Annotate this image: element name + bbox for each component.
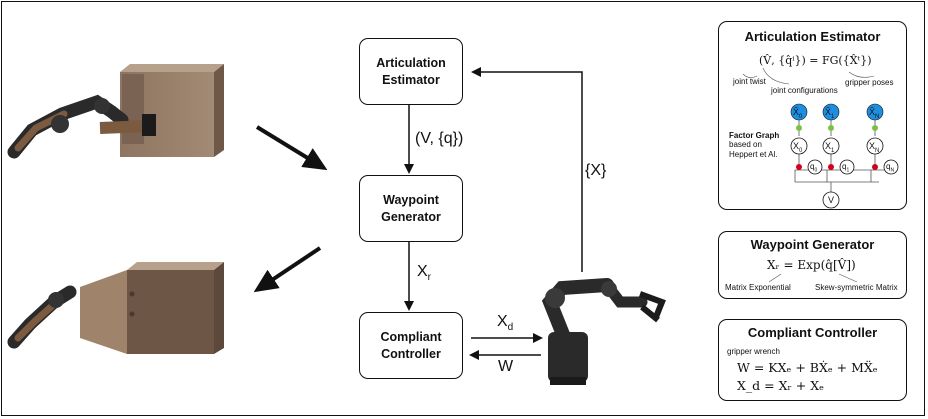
arrow-to-flow [255,125,328,171]
config-node-1: q1 [842,162,849,174]
articulation-equation: (V̂, {q̂ⁱ}) = FG({X̂ᵗ}) [759,54,872,67]
pose-node-1-main: X [825,141,832,151]
pose-obs-node-n: X̂N [869,107,879,120]
pose-nodes [790,137,884,155]
waypoint-panel-title: Waypoint Generator [750,237,875,252]
closed-cabinet-scene [7,64,224,159]
config-node-n-main: q [886,162,891,171]
matrix-exponential-label: Matrix Exponential [725,283,791,292]
gripper-poses-label: gripper poses [845,78,894,87]
joint-configurations-label: joint configurations [771,86,838,95]
compliant-controller-panel: Compliant Controller gripper wrench W = … [718,319,907,401]
pose-node-1-sub: 1 [831,147,835,154]
pose-obs-node-0-main: X̂ [793,107,800,117]
pose-obs-node-1-sub: 1 [831,113,835,120]
robot-arm-bottom [7,285,77,349]
config-node-0: q0 [810,162,817,174]
configuration-nodes [807,159,899,175]
gripper-wrench-label: gripper wrench [727,347,780,356]
twist-node-label: V [828,195,835,205]
robot-arm-center [541,278,666,385]
factor-graph [742,67,899,209]
articulation-estimator-box: Articulation Estimator [359,38,463,105]
pose-node-1: X1 [825,141,834,154]
pose-node-0-sub: 0 [799,147,803,154]
waypoint-generator-box: Waypoint Generator [359,175,463,242]
factors [796,125,878,170]
joint-twist-label: joint twist [733,77,766,86]
config-node-n: qN [886,162,894,174]
compliant-controller-label: Compliant Controller [380,329,442,361]
waypoint-braces [768,273,858,283]
skew-symmetric-label: Skew-symmetric Matrix [815,283,898,292]
pose-obs-node-1-main: X̂ [825,107,832,117]
desired-pose-equation: X_d = Xᵣ + Xₑ [737,378,824,393]
pose-node-n: XN [869,141,879,154]
articulation-estimator-panel: Articulation Estimator (V̂, {q̂ⁱ}) = FG(… [718,21,907,210]
pose-node-n-sub: N [875,147,880,154]
articulation-panel-title: Articulation Estimator [744,29,881,44]
pose-obs-node-0-sub: 0 [799,113,803,120]
compliant-controller-box: Compliant Controller [359,312,463,379]
factor-graph-note: based on Heppert et Al. [729,140,778,159]
pose-obs-node-n-sub: N [875,113,880,120]
waypoint-generator-panel: Waypoint Generator Xᵣ = Exp(q̂[V̂]) Matr… [718,231,907,299]
pose-node-n-main: X [869,141,876,151]
label-poses: {X} [585,162,607,179]
waypoint-equation: Xᵣ = Exp(q̂[V̂]) [767,258,856,272]
label-wrench: W [498,358,514,375]
arrow-from-flow [253,246,322,293]
arrow-feedback-loop [471,67,583,272]
pose-node-0: X0 [793,141,802,154]
twist-node [822,191,840,209]
articulation-estimator-label: Articulation Estimator [376,55,446,87]
config-node-1-sub: 1 [846,167,850,174]
label-desired-main: X [497,313,508,330]
label-waypoint: Xr [417,263,431,283]
label-desired-pose: Xd [497,313,513,333]
pose-node-0-main: X [793,141,800,151]
pose-obs-node-0: X̂0 [793,107,802,120]
label-desired-sub: d [507,322,514,334]
label-waypoint-main: X [417,263,428,280]
label-waypoint-sub: r [427,272,432,284]
pose-obs-node-1: X̂1 [825,107,834,120]
factor-graph-title: Factor Graph [729,131,780,140]
config-node-n-sub: N [890,167,895,174]
robot-arm-top [7,94,156,159]
compliant-panel-title: Compliant Controller [747,325,878,340]
pose-obs-node-n-main: X̂ [869,107,876,117]
config-node-0-main: q [810,162,815,171]
open-cabinet-scene [7,262,224,354]
label-twist-configs: (V, {q}) [415,130,464,147]
config-node-1-main: q [842,162,847,171]
impedance-equation: W = KXₑ + BẊₑ + MẌₑ [737,360,878,375]
config-node-0-sub: 0 [814,167,818,174]
waypoint-generator-label: Waypoint Generator [381,192,441,224]
pose-observation-nodes [790,103,884,121]
